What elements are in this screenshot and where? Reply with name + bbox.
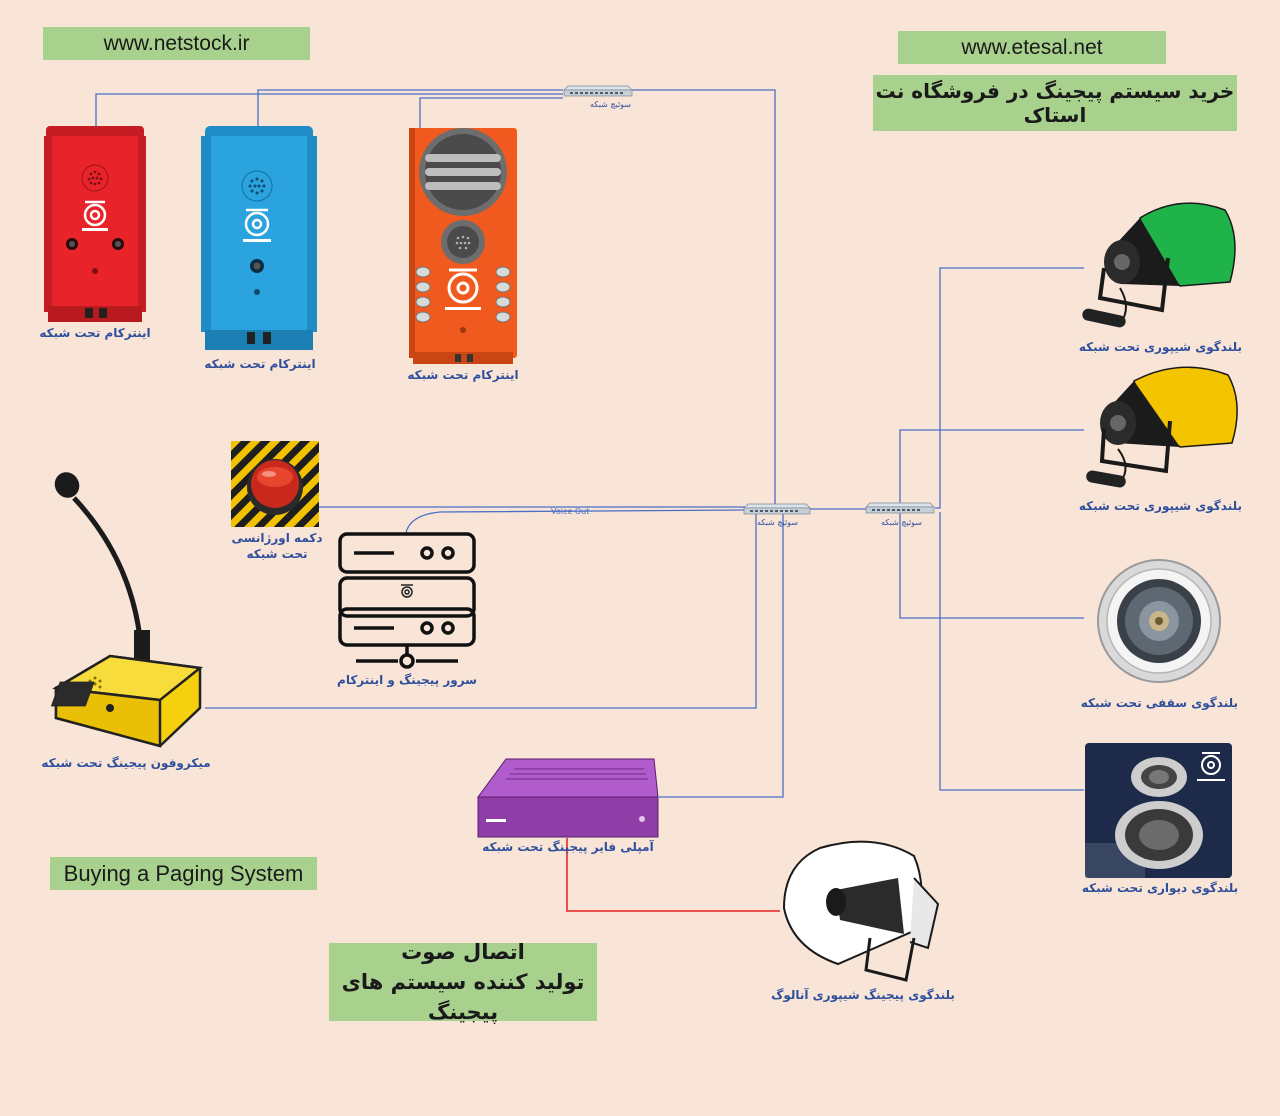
keypad-buttons-icon — [415, 266, 511, 323]
speaker-grille-icon — [241, 170, 273, 202]
link-wall — [939, 512, 1084, 791]
buying-paging-label: Buying a Paging System — [63, 860, 304, 886]
emergency-button-label: دکمه اورژانسی تحت شبکه — [222, 530, 332, 562]
brand-box: اتصال صوت تولید کننده سیستم های پیجینگ — [329, 940, 597, 1024]
analog-horn-speaker — [782, 840, 940, 982]
brand-name: اتصال صوت — [401, 940, 525, 964]
etesal-url[interactable]: www.etesal.net — [961, 35, 1103, 59]
shop-title: خرید سیستم پیجینگ در فروشگاه نت استاک — [875, 79, 1235, 127]
link-server — [405, 509, 746, 534]
switch-middle — [743, 503, 811, 515]
netstock-url[interactable]: www.netstock.ir — [103, 31, 250, 55]
server-label: سرور پیجینگ و اینترکام — [337, 673, 477, 687]
keypad-icon — [50, 681, 95, 707]
paging-microphone[interactable] — [50, 468, 205, 753]
link-top-switch-down — [632, 89, 776, 508]
etesal-url-box[interactable]: www.etesal.net — [898, 31, 1166, 64]
switch-top — [563, 85, 633, 97]
ceiling-speaker-label: بلندگوی سقفی تحت شبکه — [1080, 696, 1238, 710]
emergency-label-line2: تحت شبکه — [246, 547, 308, 561]
brand-tagline: تولید کننده سیستم های پیجینگ — [341, 970, 585, 1024]
camera-grille-icon — [441, 220, 485, 264]
voice-out-label: Voice Out — [551, 507, 589, 516]
emergency-button[interactable] — [231, 441, 319, 527]
emergency-label-line1: دکمه اورژانسی — [231, 531, 323, 545]
horn-speaker-yellow — [1086, 366, 1238, 488]
switch-right-label: سوئیچ شبکه — [881, 518, 923, 527]
link-microphone — [205, 513, 757, 709]
buying-paging-box: Buying a Paging System — [50, 857, 317, 890]
brand-logo-icon — [401, 584, 413, 598]
intercom-blue-label: اینترکام تحت شبکه — [204, 357, 316, 371]
link-horn-yellow — [899, 429, 1084, 511]
netstock-url-box[interactable]: www.netstock.ir — [43, 27, 310, 60]
link-ceiling — [899, 513, 1084, 619]
paging-server — [338, 532, 476, 669]
switch-right — [865, 502, 935, 514]
microphone-label: میکروفون پیجینگ تحت شبکه — [41, 756, 211, 770]
link-blue-intercom — [257, 89, 563, 128]
speaker-grille-icon — [81, 164, 109, 192]
link-orange-intercom — [419, 97, 563, 128]
intercom-red — [44, 126, 146, 322]
link-amplifier — [659, 513, 784, 798]
intercom-red-label: اینترکام تحت شبکه — [39, 326, 151, 340]
analog-horn-label: بلندگوی پیجینگ شیپوری آنالوگ — [771, 988, 955, 1002]
ceiling-speaker — [1097, 559, 1221, 683]
link-red-intercom — [95, 93, 563, 128]
intercom-orange — [409, 128, 517, 364]
link-analog-red — [566, 838, 780, 912]
brand-logo-icon — [83, 200, 107, 227]
intercom-blue — [201, 126, 317, 350]
loudspeaker-icon — [419, 128, 507, 216]
wall-speaker — [1085, 743, 1232, 878]
brand-logo-icon — [244, 208, 270, 237]
horn-speaker-green — [1082, 202, 1236, 328]
brand-logo-icon — [1201, 752, 1221, 775]
shop-title-box: خرید سیستم پیجینگ در فروشگاه نت استاک — [873, 75, 1237, 131]
amplifier-label: آمپلی فایر پیجینگ تحت شبکه — [482, 840, 654, 854]
wall-speaker-label: بلندگوی دیواری تحت شبکه — [1081, 881, 1239, 895]
horn-yellow-label: بلندگوی شیپوری تحت شبکه — [1078, 499, 1242, 513]
horn-green-label: بلندگوی شیپوری تحت شبکه — [1078, 340, 1242, 354]
paging-amplifier — [477, 758, 659, 838]
link-horn-green — [935, 267, 1084, 509]
intercom-orange-label: اینترکام تحت شبکه — [407, 368, 519, 382]
brand-logo-icon — [447, 268, 479, 304]
switch-middle-label: سوئیچ شبکه — [757, 518, 799, 527]
switch-top-label: سوئیچ شبکه — [590, 100, 632, 109]
